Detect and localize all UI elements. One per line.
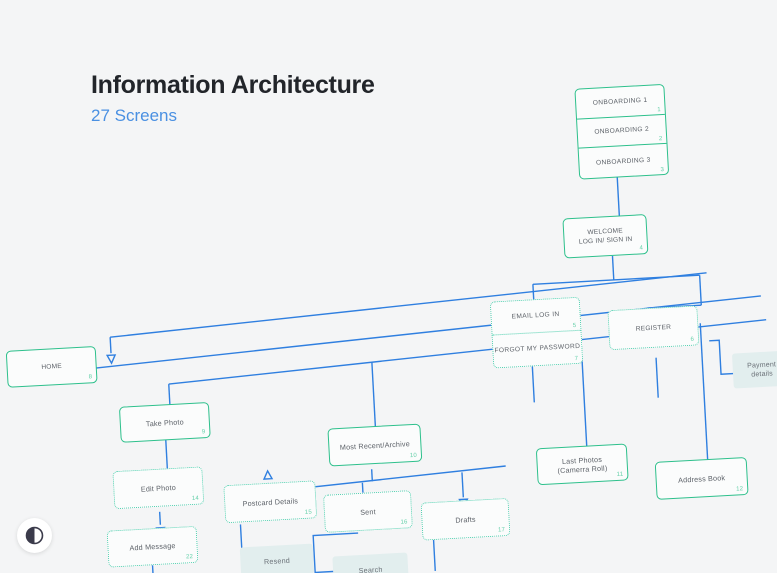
node-number: 4	[639, 245, 644, 252]
node-number: 9	[201, 429, 206, 436]
screen-count-subtitle: 27 Screens	[91, 106, 177, 125]
node-welcome[interactable]: WELCOME LOG IN/ SIGN IN 4	[562, 214, 649, 259]
node-payment-details[interactable]: Payment details	[731, 350, 777, 389]
node-number: 17	[497, 527, 506, 534]
connector-emaillogin-down	[531, 366, 535, 403]
connector-register-to-payment	[709, 339, 739, 375]
node-email-log-in[interactable]: EMAIL LOG IN 5	[490, 297, 581, 336]
node-label: ONBOARDING 2	[594, 126, 650, 137]
node-onboarding-1[interactable]: ONBOARDING 1 1	[575, 84, 665, 120]
connector-editphoto-to-addmessage	[158, 511, 162, 525]
node-drafts[interactable]: Drafts 17	[420, 497, 511, 541]
connector-onboarding-to-welcome	[616, 176, 621, 216]
connector-sent-to-search	[312, 532, 359, 573]
node-number: 22	[185, 554, 194, 561]
node-number: 2	[658, 136, 663, 143]
node-number: 3	[660, 166, 665, 174]
node-label: Drafts	[455, 514, 476, 525]
node-label: HOME	[41, 362, 63, 371]
node-resend[interactable]: Resend	[239, 543, 315, 573]
node-onboarding-3[interactable]: ONBOARDING 3 3	[579, 144, 668, 178]
arrow-to-home	[105, 354, 117, 365]
connector-main-bus-upper	[110, 272, 707, 338]
page-header: Information Architecture 27 Screens	[91, 70, 375, 128]
connector-to-drafts	[461, 472, 465, 498]
connector-to-sent	[361, 482, 364, 493]
node-label: Postcard Details	[242, 495, 299, 508]
node-label: Address Book	[677, 472, 726, 485]
connector-bus-to-home	[109, 337, 112, 354]
node-most-recent-archive[interactable]: Most Recent/Archive 10	[327, 423, 423, 467]
node-last-photos[interactable]: Last Photos (Camerra Roll) 11	[535, 443, 629, 486]
theme-toggle-button[interactable]	[17, 518, 52, 553]
node-number: 15	[304, 509, 313, 516]
node-label: ONBOARDING 1	[592, 96, 648, 107]
node-edit-photo[interactable]: Edit Photo 14	[112, 466, 205, 510]
connector-welcome-down	[611, 255, 615, 280]
node-sent[interactable]: Sent 16	[322, 490, 413, 533]
connector-register-down2	[655, 357, 659, 398]
connector-takephoto-to-editphoto	[165, 439, 169, 471]
node-add-message[interactable]: Add Message 22	[106, 525, 199, 568]
node-number: 8	[88, 374, 93, 381]
contrast-half-circle-icon	[25, 526, 44, 545]
node-label: Payment details	[746, 360, 777, 379]
node-label: Resend	[263, 555, 291, 566]
node-label: Most Recent/Archive	[339, 438, 411, 452]
node-group-email-login[interactable]: EMAIL LOG IN 5 FORGOT MY PASSWORD 7	[489, 296, 584, 369]
node-take-photo[interactable]: Take Photo 9	[118, 401, 211, 443]
node-number: 6	[690, 336, 695, 343]
arrow-to-postcard	[262, 469, 274, 480]
node-number: 11	[616, 471, 624, 479]
node-label: WELCOME LOG IN/ SIGN IN	[578, 227, 633, 246]
node-number: 12	[736, 486, 744, 493]
node-home[interactable]: HOME 8	[5, 346, 98, 388]
node-search[interactable]: Search	[332, 552, 409, 573]
node-label: Edit Photo	[140, 482, 177, 494]
connector-to-addressbook	[699, 323, 709, 462]
node-number: 1	[657, 106, 661, 113]
connector-bus-to-register	[698, 275, 702, 306]
node-forgot-my-password[interactable]: FORGOT MY PASSWORD 7	[493, 330, 583, 367]
connector-mostrecent-down	[370, 469, 374, 482]
node-address-book[interactable]: Address Book 12	[654, 456, 749, 500]
node-label: Sent	[359, 506, 376, 517]
node-label: FORGOT MY PASSWORD	[494, 343, 581, 355]
node-label: Add Message	[129, 540, 176, 553]
node-register[interactable]: REGISTER 6	[607, 305, 700, 351]
node-label: Last Photos (Camerra Roll)	[557, 454, 608, 475]
connector-addmessage-down	[151, 565, 155, 573]
node-postcard-details[interactable]: Postcard Details 15	[223, 480, 318, 524]
node-group-onboarding[interactable]: ONBOARDING 1 1 ONBOARDING 2 2 ONBOARDING…	[574, 83, 670, 180]
node-label: Take Photo	[145, 416, 185, 428]
page-title: Information Architecture	[91, 71, 375, 99]
node-label: EMAIL LOG IN	[511, 311, 560, 321]
connector-to-mostrecent	[371, 362, 377, 430]
node-number: 7	[574, 355, 579, 363]
node-number: 5	[572, 322, 577, 329]
node-label: Search	[358, 564, 383, 573]
node-number: 10	[409, 452, 418, 460]
node-number: 16	[400, 519, 408, 526]
node-label: REGISTER	[635, 323, 672, 333]
node-onboarding-2[interactable]: ONBOARDING 2 2	[577, 114, 667, 149]
node-label: ONBOARDING 3	[595, 156, 651, 167]
node-number: 14	[191, 495, 200, 503]
